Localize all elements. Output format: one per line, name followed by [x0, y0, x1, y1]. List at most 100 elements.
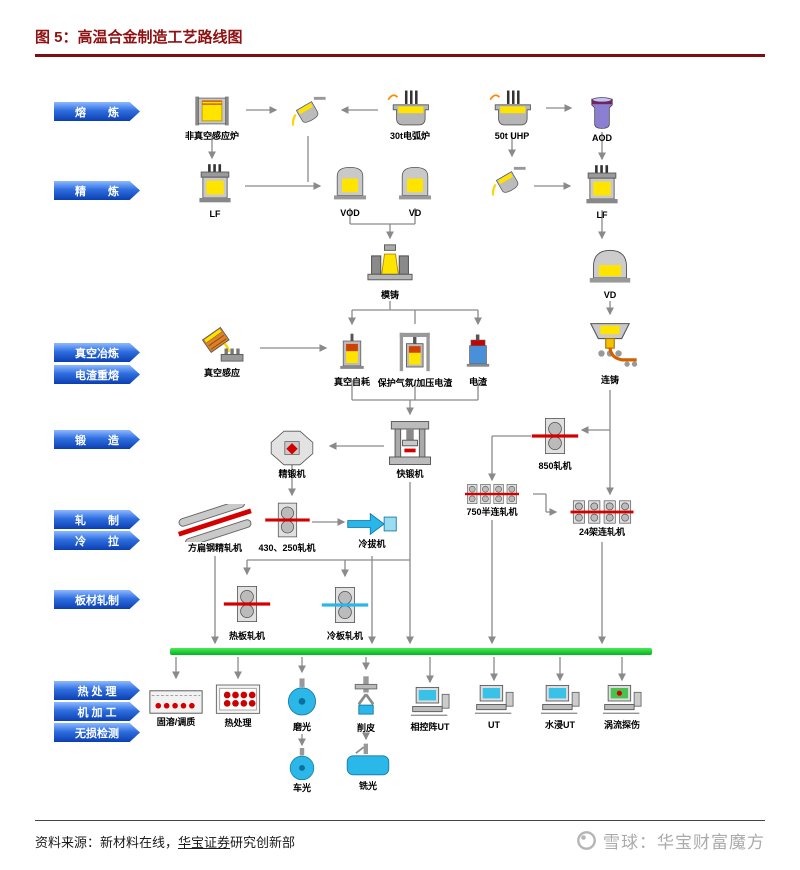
rolling-stand-icon [531, 412, 579, 460]
node-24-stand-tandem-mill: 24架连轧机 [559, 498, 645, 538]
node-label: 30t电弧炉 [389, 131, 430, 141]
node-pressure-esr: 保护气氛/加压电渣 [377, 327, 453, 389]
node-label: 24架连轧机 [578, 527, 625, 537]
node-label: 50t UHP [494, 131, 530, 141]
node-label: 电渣 [468, 377, 487, 387]
node-label: 非真空感应炉 [184, 131, 239, 141]
stage-banner-smelting: 熔 炼 [54, 102, 140, 121]
node-label: 连铸 [600, 375, 619, 385]
esr-furnace-icon [457, 328, 499, 376]
lf-ladle-icon [189, 162, 241, 208]
node-fast-forging-press: 快锻机 [382, 418, 438, 480]
stage-banner-refining: 精 炼 [54, 181, 140, 200]
node-label: 相控阵UT [410, 722, 450, 732]
node-vd: VD [391, 163, 439, 219]
node-label: 车光 [292, 783, 311, 793]
node-label: 保护气氛/加压电渣 [377, 378, 453, 388]
node-ladle-2 [486, 160, 530, 206]
vacuum-vessel-icon [391, 163, 439, 207]
node-continuous-casting: 连铸 [578, 318, 642, 386]
node-750-semi-tandem-mill: 750半连轧机 [452, 482, 532, 518]
stage-banner-cold-drawing: 冷 拉 [54, 531, 140, 550]
turning-wheel-icon [287, 748, 317, 782]
node-esr: 电渣 [457, 328, 499, 388]
node-milling-polish: 铣光 [342, 742, 394, 792]
xueqiu-watermark: 雪球：华宝财富魔方 [576, 828, 765, 853]
stage-label: 轧 制 [75, 514, 119, 527]
node-label: 铣光 [358, 781, 377, 791]
node-label: 削皮 [356, 723, 375, 733]
rolling-stand-icon [264, 498, 310, 542]
var-furnace-icon [330, 328, 374, 376]
stage-label: 热 处 理 [77, 685, 117, 698]
node-grinding: 磨光 [285, 675, 319, 733]
stage-banner-forging: 锻 造 [54, 430, 140, 449]
node-850-mill: 850轧机 [531, 412, 579, 472]
node-cold-drawing-machine: 冷拔机 [346, 510, 398, 550]
node-label: 750半连轧机 [466, 507, 518, 517]
node-label: 涡流探伤 [603, 720, 640, 730]
node-aod: AOD [580, 94, 624, 144]
node-label: 850轧机 [538, 461, 572, 471]
node-label: AOD [592, 133, 612, 143]
stage-banner-vacuum-melting: 真空冶炼 [54, 343, 140, 362]
source-text: 资料来源：新材料在线，华宝证券研究创新部 [35, 832, 295, 851]
stage-label: 真空冶炼 [75, 347, 119, 360]
node-cold-plate-mill: 冷板轧机 [321, 580, 369, 642]
node-label: VD [408, 208, 422, 218]
node-label: 方扁钢精轧机 [187, 543, 242, 553]
node-label: LF [596, 210, 608, 220]
rolling-stand-icon [321, 580, 369, 630]
stage-banner-esr-remelting: 电渣重熔 [54, 365, 140, 384]
arc-furnace-icon [482, 88, 542, 130]
source-prefix: 资料来源：新材料在线， [35, 835, 179, 850]
node-turning-polish: 车光 [287, 748, 317, 794]
stage-label: 精 炼 [75, 185, 119, 198]
stage-banner-machining: 机 加 工 [54, 702, 140, 721]
node-30t-arc-furnace: 30t电弧炉 [380, 88, 440, 142]
xueqiu-logo [576, 830, 597, 851]
node-label: 精锻机 [278, 469, 306, 479]
milling-tank-icon [342, 742, 394, 780]
figure-title: 图 5：高温合金制造工艺路线图 [35, 29, 243, 46]
node-label: 冷板轧机 [326, 631, 363, 641]
ingot-mold-icon [358, 243, 422, 289]
node-label: 真空自耗 [333, 377, 370, 387]
stage-banner-plate-rolling: 板材轧制 [54, 590, 140, 609]
grinding-wheel-icon [285, 675, 319, 721]
vim-pour-icon [187, 325, 257, 367]
node-phased-array-ut: 相控阵UT [404, 685, 456, 733]
stage-label: 锻 造 [75, 434, 119, 447]
node-label: 真空感应 [203, 368, 240, 378]
node-solution-quench-temper: 固溶/调质 [148, 688, 204, 728]
node-50t-uhp: 50t UHP [482, 88, 542, 142]
footer-rule [35, 820, 765, 821]
node-peeling: 削皮 [348, 672, 384, 734]
vd-dome-icon [582, 243, 638, 289]
lf-ladle-icon [576, 163, 628, 209]
watermark-text: 雪球：华宝财富魔方 [603, 833, 765, 852]
peeling-spindle-icon [348, 672, 384, 722]
pressure-esr-icon [390, 327, 440, 377]
green-flow-bar [170, 648, 652, 655]
source-link[interactable]: 华宝证券 [178, 835, 231, 850]
tandem-mill-icon [452, 482, 532, 506]
node-label: 水浸UT [545, 720, 575, 730]
induction-furnace-icon [184, 92, 240, 130]
continuous-caster-icon [578, 318, 642, 374]
node-ingot-casting: 模铸 [358, 243, 422, 301]
ladle-pouring-icon [486, 160, 530, 206]
node-heat-treatment: 热处理 [213, 683, 263, 729]
node-precision-forging-machine: 精锻机 [266, 428, 318, 480]
diagonal-roller-mill-icon [173, 504, 257, 542]
vacuum-vessel-icon [326, 163, 374, 207]
solution-furnace-icon [148, 688, 204, 716]
node-eddy-current-test: 涡流探伤 [596, 683, 648, 731]
draw-die-icon [346, 510, 398, 538]
stage-banner-heat-treatment: 热 处 理 [54, 681, 140, 700]
node-430-250-mill: 430、250轧机 [258, 498, 316, 554]
aod-converter-icon [580, 94, 624, 132]
node-ut: UT [468, 683, 520, 731]
node-label: 磨光 [292, 722, 311, 732]
